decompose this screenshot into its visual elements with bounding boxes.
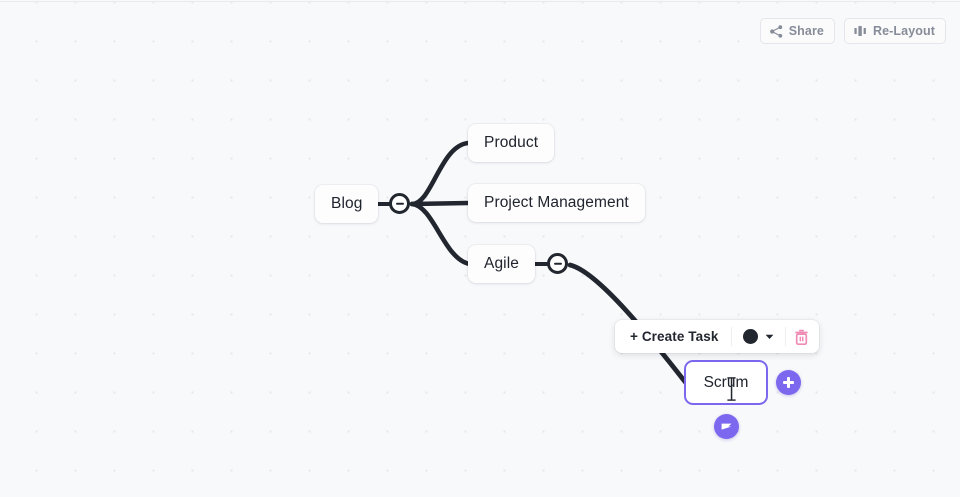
toolbar-divider [785,327,787,346]
share-button[interactable]: Share [759,18,835,44]
mindmap-node-project-management[interactable]: Project Management [468,184,645,222]
node-label: Agile [484,255,519,272]
share-button-label: Share [788,24,824,38]
node-label: Project Management [484,194,629,211]
create-task-button[interactable]: + Create Task [617,322,731,351]
task-convert-icon [721,423,732,430]
collapse-toggle-blog[interactable] [389,193,410,214]
trash-icon [795,329,809,345]
node-label: Product [484,134,539,151]
node-context-toolbar: + Create Task [615,320,820,353]
chevron-down-icon [766,334,774,339]
node-label: Blog [331,195,363,212]
top-divider [0,1,960,2]
mindmap-node-scrum-selected[interactable]: Scrum [684,360,768,405]
share-icon [769,24,782,38]
mindmap-node-product[interactable]: Product [468,124,555,162]
delete-node-button[interactable] [786,322,817,351]
re-layout-icon [854,26,866,36]
canvas-top-toolbar: Share Re-Layout [759,18,946,44]
color-picker-dropdown[interactable] [732,322,785,351]
re-layout-button-label: Re-Layout [872,24,935,38]
top-divider-right [944,1,960,2]
mindmap-node-blog[interactable]: Blog [315,185,379,223]
task-convert-icon-button[interactable] [714,414,739,439]
collapse-toggle-agile[interactable] [547,253,568,274]
color-swatch [743,329,759,344]
re-layout-button[interactable]: Re-Layout [843,18,946,44]
toolbar-divider [731,327,733,346]
node-label: Scrum [703,373,749,391]
add-child-node-button[interactable] [776,370,801,395]
mindmap-node-agile[interactable]: Agile [468,245,535,283]
